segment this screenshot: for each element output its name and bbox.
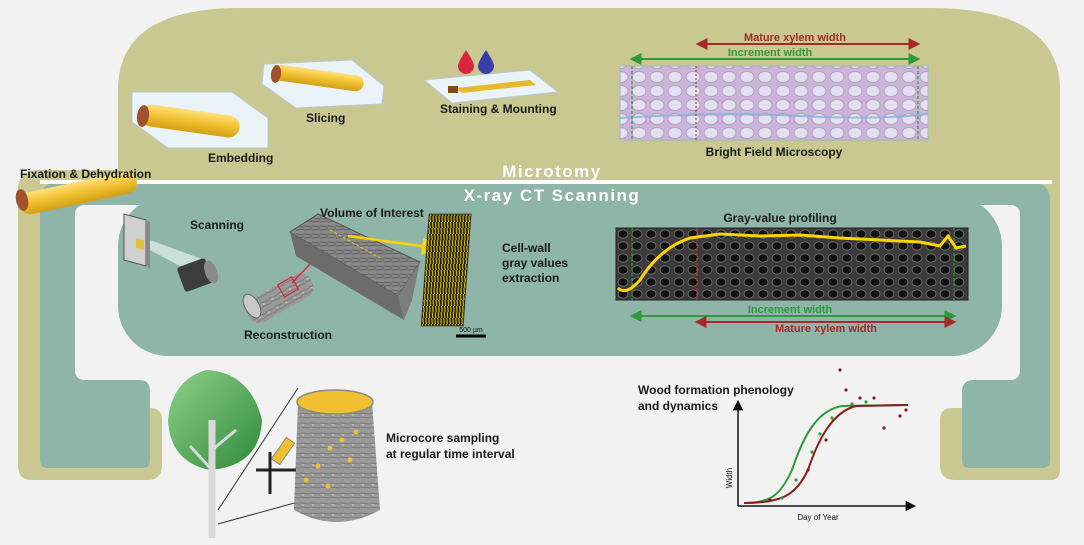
ct-loop-band xyxy=(40,182,1050,468)
micro-increment-label: Increment width xyxy=(728,47,813,59)
band-separator xyxy=(40,180,1052,184)
sampling-label-line2: at regular time interval xyxy=(386,447,515,461)
microtomy-title: Microtomy xyxy=(502,162,601,181)
phenology-title-line1: Wood formation phenology xyxy=(638,383,794,397)
slicing-label: Slicing xyxy=(306,111,345,125)
staining-slide-icon xyxy=(422,50,560,104)
reconstruction-label: Reconstruction xyxy=(244,328,332,342)
ct-title: X-ray CT Scanning xyxy=(464,186,641,205)
staining-label: Staining & Mounting xyxy=(440,102,557,116)
embedding-label: Embedding xyxy=(208,151,273,165)
fixation-rod-icon xyxy=(15,171,137,215)
voi-label: Volume of Interest xyxy=(320,206,424,220)
gray-value-profile-line xyxy=(616,232,967,293)
phenology-points xyxy=(768,368,908,502)
phenology-y-label: Width xyxy=(725,468,734,488)
extraction-label-line3: extraction xyxy=(502,271,559,285)
blue-stain-drop-icon xyxy=(478,50,494,74)
extraction-label-line1: Cell-wall xyxy=(502,241,551,255)
micrograph-blue-ray xyxy=(619,113,929,119)
slicing-block-icon xyxy=(261,59,385,109)
ct-profile-image xyxy=(615,227,969,301)
voi-to-slab-arrow xyxy=(347,234,440,255)
extraction-label-line2: gray values xyxy=(502,256,568,270)
zoom-line-top xyxy=(217,387,299,511)
stem-section-icon xyxy=(294,389,380,522)
phenology-title-line2: and dynamics xyxy=(638,399,718,413)
volume-of-interest-icon xyxy=(289,213,421,320)
reconstruction-core-icon xyxy=(242,273,314,323)
tree-icon xyxy=(168,370,262,538)
ct-scanner-icon xyxy=(123,213,218,292)
phenology-green-curve xyxy=(743,404,909,504)
ct-increment-label: Increment width xyxy=(748,304,833,316)
microcore-tool-icon xyxy=(256,436,296,494)
phenology-red-curve xyxy=(743,404,909,504)
profiling-label: Gray-value profiling xyxy=(723,211,836,225)
scale-bar-label: 500 µm xyxy=(459,327,483,334)
micro-mature-xylem-label: Mature xylem width xyxy=(744,32,846,44)
red-stain-drop-icon xyxy=(458,50,474,74)
bright-field-micrograph xyxy=(619,65,929,141)
cell-wall-slab xyxy=(420,213,472,327)
reconstruction-to-voi-arrow xyxy=(291,261,313,284)
ct-mature-xylem-label: Mature xylem width xyxy=(775,323,877,335)
zoom-line-bottom xyxy=(217,501,299,525)
phenology-x-label: Day of Year xyxy=(797,513,839,522)
sampling-label-line1: Microcore sampling xyxy=(386,431,499,445)
microscopy-label: Bright Field Microscopy xyxy=(706,145,843,159)
scanning-label: Scanning xyxy=(190,218,244,232)
embedding-block-icon xyxy=(131,91,269,149)
fixation-label: Fixation & Dehydration xyxy=(20,167,151,181)
